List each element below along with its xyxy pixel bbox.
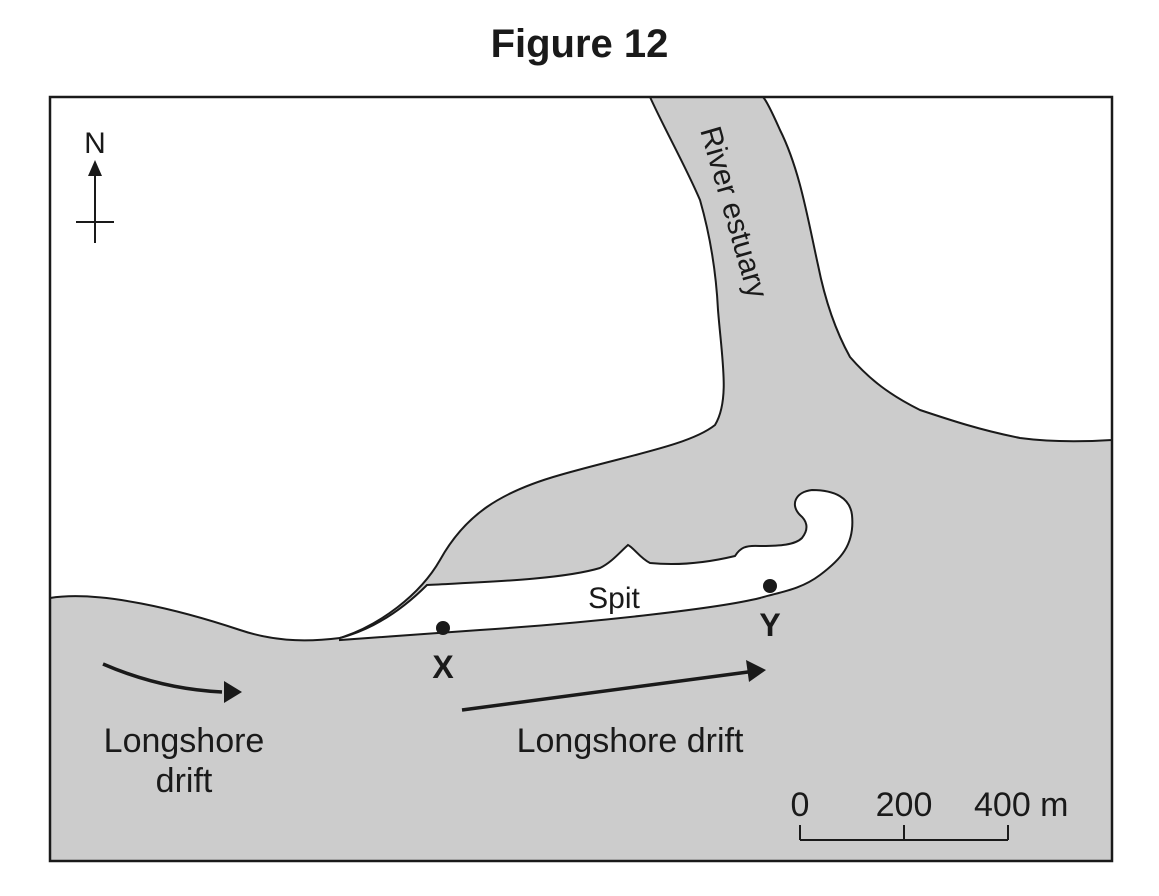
north-arrow-icon bbox=[76, 160, 114, 243]
land-north-west bbox=[49, 96, 725, 642]
scale-tick-200: 200 bbox=[876, 786, 933, 824]
scale-bar bbox=[799, 825, 1009, 841]
point-x-marker bbox=[436, 621, 450, 635]
point-y-marker bbox=[763, 579, 777, 593]
spit-label: Spit bbox=[588, 582, 640, 615]
point-y-label: Y bbox=[759, 607, 780, 643]
longshore-drift-arrow-left-icon bbox=[102, 662, 242, 703]
drift-label-left-line1: Longshore bbox=[104, 722, 265, 760]
map-frame bbox=[48, 95, 1114, 863]
north-label: N bbox=[84, 127, 106, 160]
drift-label-right: Longshore drift bbox=[517, 722, 744, 760]
point-x-label: X bbox=[432, 649, 454, 685]
scale-tick-400: 400 m bbox=[974, 786, 1069, 824]
scale-tick-0: 0 bbox=[791, 786, 810, 824]
figure-title: Figure 12 bbox=[490, 22, 669, 66]
drift-label-left-line2: drift bbox=[156, 762, 213, 800]
spit-landform bbox=[339, 488, 854, 642]
longshore-drift-arrow-right-icon bbox=[461, 660, 766, 712]
land-north-east bbox=[760, 96, 1113, 443]
